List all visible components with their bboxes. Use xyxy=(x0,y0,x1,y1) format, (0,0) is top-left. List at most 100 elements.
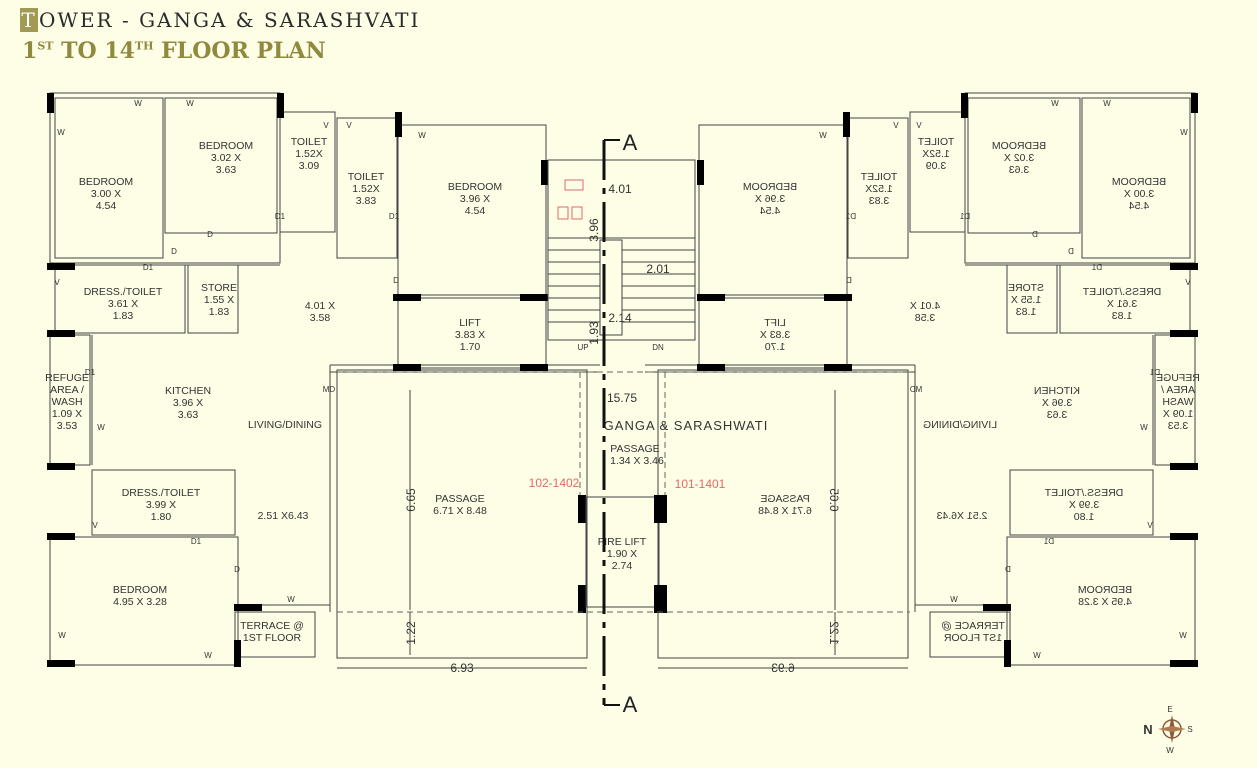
column xyxy=(47,463,75,470)
passage-label: PASSAGE xyxy=(435,493,484,505)
toilet-1-room xyxy=(279,111,336,233)
title-cap: T xyxy=(20,8,38,32)
refuge-label2: AREA / xyxy=(50,384,84,396)
toilet-2-label: TOILET xyxy=(348,171,385,183)
bedroom-3-room xyxy=(397,124,547,296)
floor-rest: FLOOR PLAN xyxy=(153,38,326,64)
door-mark: D xyxy=(171,247,177,256)
terrace-label: TERRACE @ xyxy=(240,620,304,632)
dim-193: 1.93 xyxy=(587,321,601,345)
window-mark: W xyxy=(418,131,426,140)
compass-east: E xyxy=(1167,705,1172,714)
bedroom-1-label: BEDROOM xyxy=(79,176,133,188)
refuge-label3: WASH xyxy=(51,396,82,408)
dress-toilet-2-dim2: 1.80 xyxy=(151,511,172,523)
column xyxy=(578,585,586,613)
fire-equipment-icon xyxy=(564,179,584,191)
kitchen-label: KITCHEN xyxy=(165,385,211,397)
window-mark: W xyxy=(97,423,105,432)
fire-lift-label: FIRE LIFT xyxy=(598,536,647,548)
door-mark: D xyxy=(234,565,240,574)
dim-122: 1.22 xyxy=(404,621,418,645)
column xyxy=(578,495,586,523)
living-dim2: 3.58 xyxy=(310,312,331,324)
door-mark: D1 xyxy=(389,212,400,221)
title-text: OWER - GANGA & SARASHVATI xyxy=(39,8,421,32)
unit-right-label: 101-1401 xyxy=(675,477,726,491)
window-mark: W xyxy=(134,99,142,108)
window-mark: W xyxy=(204,651,212,660)
bedroom-4-label: BEDROOM xyxy=(113,584,167,596)
vent-mark: V xyxy=(54,278,60,287)
column xyxy=(234,604,262,611)
window-mark: W xyxy=(287,595,295,604)
floor-start-sup: ST xyxy=(37,39,54,53)
bedroom-1-room xyxy=(54,97,164,259)
door-mark: MD xyxy=(323,385,336,394)
column xyxy=(47,93,54,113)
bedroom-4-dim: 4.95 X 3.28 xyxy=(113,596,167,608)
passage-dim: 6.71 X 8.48 xyxy=(433,505,487,517)
door-mark: D1 xyxy=(191,537,202,546)
toilet-2-dim: 1.52X xyxy=(352,183,379,195)
passage-room xyxy=(336,369,588,659)
floor-end-sup: TH xyxy=(134,39,154,53)
refuge-label: REFUGE xyxy=(45,372,89,384)
column xyxy=(393,364,421,371)
dress-toilet-2-label: DRESS./TOILET xyxy=(122,487,201,499)
column xyxy=(47,330,75,337)
column xyxy=(654,585,662,613)
door-mark: D1 xyxy=(143,263,154,272)
bedroom-2-dim: 3.02 X xyxy=(211,152,241,164)
column xyxy=(234,640,241,667)
compass-south: S xyxy=(1187,725,1192,734)
column xyxy=(393,294,421,301)
store-dim2: 1.83 xyxy=(209,306,230,318)
column xyxy=(47,660,75,667)
floor-mid: TO 14 xyxy=(53,38,135,64)
dim-214: 2.14 xyxy=(608,311,632,325)
bedroom-3-dim: 3.96 X xyxy=(460,193,490,205)
column xyxy=(520,364,548,371)
column xyxy=(520,294,548,301)
column xyxy=(654,495,662,523)
fire-lift-dim2: 2.74 xyxy=(612,560,633,572)
window-mark: W xyxy=(58,631,66,640)
column xyxy=(277,93,284,118)
lift-dim2: 1.70 xyxy=(460,341,481,353)
vent-mark: V xyxy=(346,121,352,130)
section-label-top: A xyxy=(623,130,638,155)
toilet-2-room xyxy=(336,117,398,259)
dim-201: 2.01 xyxy=(646,262,670,276)
compass-needle xyxy=(1158,726,1186,732)
bedroom-2-dim2: 3.63 xyxy=(216,164,237,176)
column xyxy=(47,533,75,540)
door-mark: D xyxy=(393,276,399,285)
lift-room xyxy=(397,297,547,369)
door-mark: D1 xyxy=(85,368,96,377)
dim-396: 3.96 xyxy=(587,218,601,242)
left-wing: BEDROOM 3.00 X 4.54 BEDROOM 3.02 X 3.63 … xyxy=(45,92,600,675)
dim-665: 6.65 xyxy=(404,488,418,512)
column xyxy=(541,160,548,185)
window-mark: W xyxy=(57,128,65,137)
compass-west: W xyxy=(1166,746,1174,755)
refuge-dim2: 3.53 xyxy=(57,420,78,432)
vent-mark: V xyxy=(323,121,329,130)
vent-mark: V xyxy=(92,521,98,530)
living-dim: 4.01 X xyxy=(305,300,335,312)
dress-toilet-2-dim: 3.99 X xyxy=(146,499,176,511)
bedroom-2-room xyxy=(164,97,278,234)
section-label-bottom: A xyxy=(623,692,638,717)
stair-up-label: UP xyxy=(577,343,588,352)
compass-icon: N E S W xyxy=(1143,705,1192,755)
tower-name-label: GANGA & SARASHWATI xyxy=(604,418,769,433)
fire-lift-dim: 1.90 X xyxy=(607,548,637,560)
dress-toilet-1-dim: 3.61 X xyxy=(108,298,138,310)
living-dining-dim: 2.51 X6.43 xyxy=(258,510,309,522)
compass-north: N xyxy=(1143,722,1152,737)
column xyxy=(47,263,75,270)
center-core: UP DN 4.01 3.96 2.01 2.14 1.93 15.75 GAN… xyxy=(337,130,910,717)
